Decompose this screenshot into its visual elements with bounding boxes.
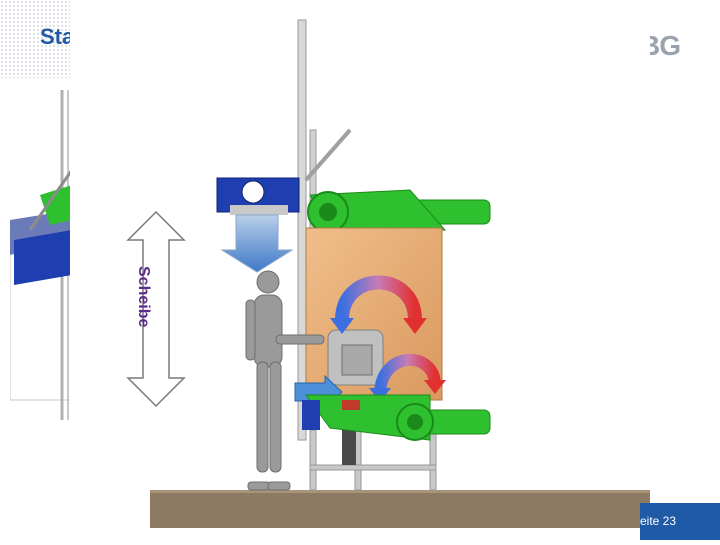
down-arrow-icon (220, 214, 294, 273)
curved-airflow-arrow-icon (335, 275, 422, 321)
scheibe-label: Scheibe (135, 266, 152, 328)
operator-figure (245, 270, 325, 491)
floor (150, 490, 650, 528)
slide-title: Sta (40, 24, 75, 49)
background-machine-sketch (10, 90, 72, 420)
double-headed-arrow-icon (126, 210, 186, 408)
vertical-mast (297, 19, 307, 441)
machine-render-panel (70, 0, 650, 540)
machine-render (126, 19, 650, 528)
page-number: eite 23 (640, 514, 677, 528)
header-dot-pattern (0, 0, 72, 78)
slide-footer: eite 23 (0, 503, 720, 540)
footer-bar (640, 503, 720, 540)
